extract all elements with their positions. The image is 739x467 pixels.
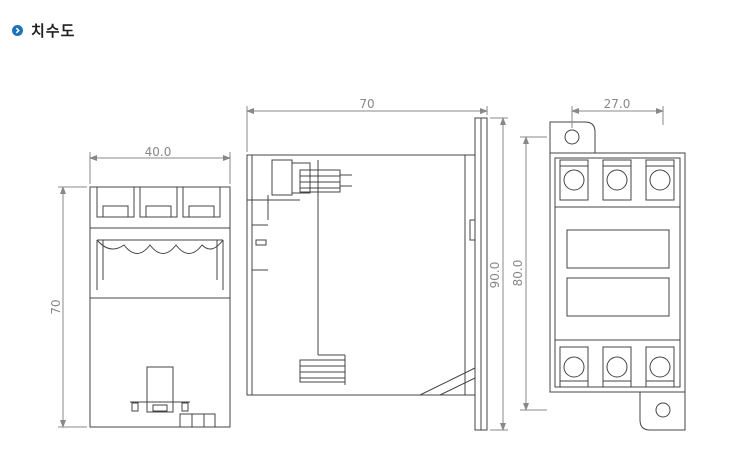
front-width-label: 40.0 [145, 145, 172, 159]
side-view [246, 117, 488, 431]
section-title: 치수도 [31, 21, 76, 40]
chevron-right-circle-icon [12, 24, 23, 36]
front-view-dimensions [58, 152, 231, 428]
base-view-dimensions [520, 106, 664, 411]
section-header: 치수도 [12, 20, 75, 40]
front-view [89, 186, 231, 428]
base-view [549, 121, 686, 431]
base-height-label: 80.0 [511, 260, 525, 287]
front-height-label: 70 [49, 299, 63, 314]
side-width-label: 70 [359, 97, 374, 111]
side-view-dimensions [246, 106, 508, 431]
side-height-label: 90.0 [488, 262, 502, 289]
base-pitch-label: 27.0 [604, 97, 631, 111]
